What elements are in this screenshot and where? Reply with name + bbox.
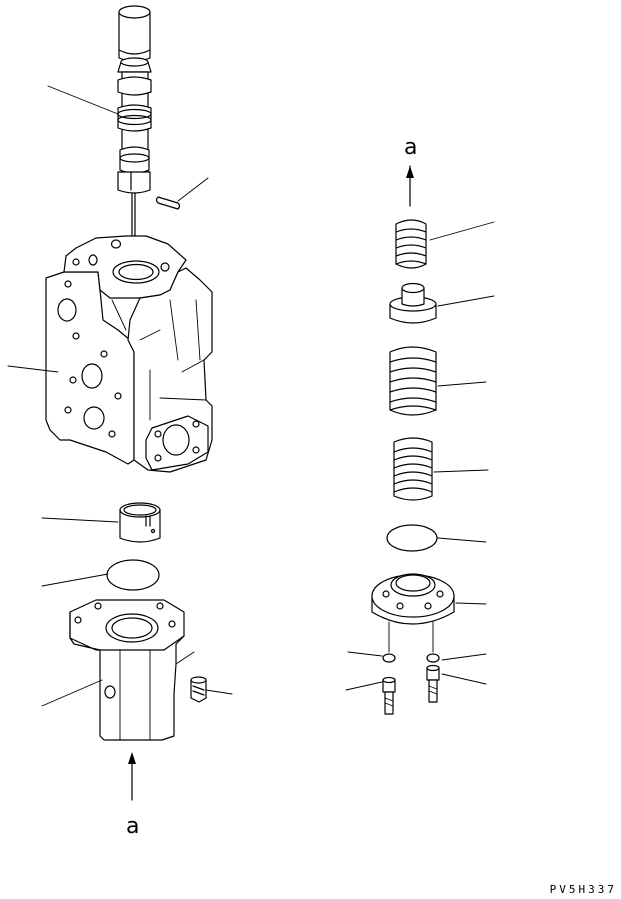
bolt-left bbox=[382, 676, 396, 715]
o-ring-left bbox=[106, 559, 160, 591]
spool-body bbox=[117, 71, 152, 194]
spool-upper-collar bbox=[117, 57, 152, 73]
leader-lines-left bbox=[7, 85, 233, 707]
spool-cap bbox=[118, 5, 151, 62]
cap-screw-left bbox=[190, 676, 207, 703]
drawing-code: PV5H337 bbox=[550, 883, 617, 896]
lock-washer-left bbox=[382, 653, 396, 663]
flange-cap bbox=[371, 573, 455, 625]
lock-washer-right bbox=[426, 653, 440, 663]
spring-pin bbox=[155, 196, 181, 210]
bolt-right bbox=[426, 664, 440, 703]
spring-large bbox=[389, 346, 437, 416]
spring-medium bbox=[393, 437, 433, 501]
leader-lines-right bbox=[345, 221, 495, 691]
flow-arrow-top bbox=[406, 165, 414, 207]
bushing bbox=[119, 502, 161, 543]
valve-body bbox=[45, 235, 213, 473]
cover-housing bbox=[69, 599, 195, 741]
arrow-label-top: a bbox=[404, 135, 417, 160]
flow-arrow-bottom bbox=[128, 752, 136, 801]
spring-seat bbox=[389, 282, 437, 324]
spring-small-upper bbox=[395, 219, 427, 269]
arrow-label-bottom: a bbox=[126, 814, 139, 839]
o-ring-right bbox=[386, 524, 438, 552]
